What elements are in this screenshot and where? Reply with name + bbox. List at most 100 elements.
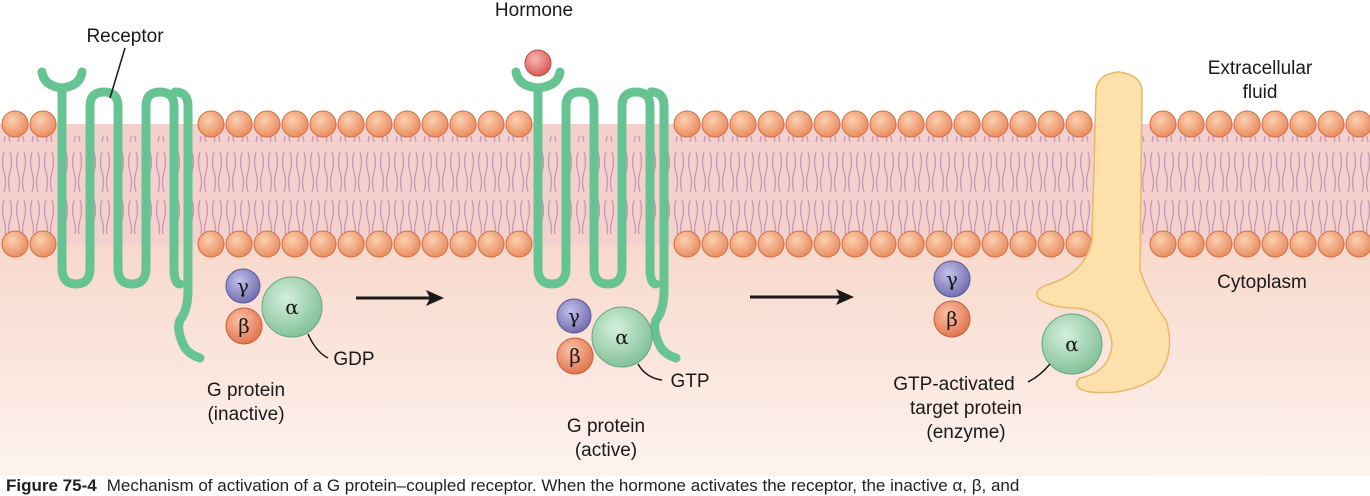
beta-label-free: β — [946, 307, 958, 331]
alpha-subunit-active — [591, 306, 653, 368]
inner-lipid-head — [505, 230, 533, 258]
receptor-label: Receptor — [86, 26, 164, 47]
beta-label-active: β — [569, 344, 581, 368]
inner-lipid-head — [1233, 230, 1261, 258]
hormone-molecule — [524, 49, 552, 77]
inner-lipid-head — [421, 230, 449, 258]
alpha-subunit-bound: α — [1027, 313, 1103, 383]
outer-lipid-head — [505, 110, 533, 138]
beta-gamma-dimer: γ β — [933, 260, 971, 338]
g-protein-active-label-line1: G protein — [567, 416, 645, 437]
extracellular-fluid-label-line1: Extracellular — [1208, 58, 1313, 79]
outer-lipid-head — [281, 110, 309, 138]
outer-lipid-head — [953, 110, 981, 138]
figure-caption: Figure 75-4 Mechanism of activation of a … — [6, 476, 1366, 496]
outer-lipid-head — [981, 110, 1009, 138]
inner-lipid-head — [393, 230, 421, 258]
outer-lipid-head — [1205, 110, 1233, 138]
outer-lipid-head — [1149, 110, 1177, 138]
outer-lipid-head — [729, 110, 757, 138]
outer-lipid-head — [1345, 110, 1370, 138]
outer-lipid-head — [897, 110, 925, 138]
receptor-2 — [511, 67, 681, 363]
alpha-label-on-target: α — [1065, 332, 1079, 356]
g-protein-active-label-line2: (active) — [575, 440, 637, 461]
inner-lipid-head — [925, 230, 953, 258]
gamma-subunit-free — [933, 260, 971, 298]
outer-lipid-head — [1317, 110, 1345, 138]
target-protein-label-line3: (enzyme) — [926, 422, 1005, 443]
inner-lipid-head — [477, 230, 505, 258]
outer-lipid-head — [1233, 110, 1261, 138]
beta-subunit-inactive — [225, 307, 263, 345]
outer-lipid-head — [365, 110, 393, 138]
receptor-leader-line — [109, 47, 126, 99]
outer-lipid-head — [785, 110, 813, 138]
gdp-leader-line — [307, 333, 329, 359]
g-protein-inactive-label-line2: (inactive) — [207, 404, 284, 425]
outer-lipid-head — [1261, 110, 1289, 138]
inner-lipid-head — [757, 230, 785, 258]
inner-lipid-head — [701, 230, 729, 258]
gamma-label-free: γ — [946, 267, 958, 291]
outer-lipid-head — [253, 110, 281, 138]
outer-lipid-head — [701, 110, 729, 138]
g-protein-inactive-label-line1: G protein — [207, 380, 285, 401]
inner-lipid-head — [253, 230, 281, 258]
inner-lipid-head — [673, 230, 701, 258]
extracellular-fluid-label-line2: fluid — [1243, 82, 1278, 103]
outer-lipid-head — [925, 110, 953, 138]
inner-lipid-head — [197, 230, 225, 258]
gamma-label-active: γ — [568, 304, 580, 328]
gtp-label: GTP — [670, 371, 709, 392]
inner-lipid-head — [337, 230, 365, 258]
outer-lipid-head — [225, 110, 253, 138]
inner-lipid-head — [1205, 230, 1233, 258]
arrow-active-to-dissociated — [750, 289, 854, 305]
inner-lipid-head — [309, 230, 337, 258]
receptor-1 — [37, 67, 205, 363]
inner-lipid-head — [981, 230, 1009, 258]
inner-lipid-head — [897, 230, 925, 258]
outer-lipid-head — [421, 110, 449, 138]
beta-subunit-active — [556, 337, 594, 375]
outer-lipid-head — [1, 110, 29, 138]
inner-lipid-head — [813, 230, 841, 258]
gamma-subunit-active — [556, 298, 592, 334]
inner-lipid-head — [869, 230, 897, 258]
inner-lipid-head — [1345, 230, 1370, 258]
outer-lipid-head — [1289, 110, 1317, 138]
alpha-subunit-inactive — [261, 276, 323, 338]
gtp-leader-line — [637, 363, 663, 381]
inner-lipid-head — [841, 230, 869, 258]
outer-lipid-head — [29, 110, 57, 138]
cytoplasm-label: Cytoplasm — [1217, 272, 1307, 293]
outer-lipid-head — [449, 110, 477, 138]
hormone-label: Hormone — [495, 0, 573, 21]
caption-text: Mechanism of activation of a G protein–c… — [106, 476, 1020, 495]
alpha-subunit-on-target — [1041, 313, 1103, 375]
beta-label-inactive: β — [238, 314, 250, 338]
gamma-label-inactive: γ — [237, 274, 249, 298]
inner-lipid-head — [225, 230, 253, 258]
arrow-inactive-to-active — [356, 290, 444, 306]
beta-subunit-free — [933, 300, 971, 338]
outer-lipid-head — [869, 110, 897, 138]
figure-number: Figure 75-4 — [6, 476, 97, 495]
inner-lipid-head — [1009, 230, 1037, 258]
outer-lipid-head — [673, 110, 701, 138]
inner-lipid-head — [1177, 230, 1205, 258]
outer-lipid-head — [197, 110, 225, 138]
inner-lipid-head — [1, 230, 29, 258]
alpha-label-active: α — [615, 325, 629, 349]
outer-lipid-head — [757, 110, 785, 138]
outer-lipid-head — [393, 110, 421, 138]
outer-lipid-head — [841, 110, 869, 138]
outer-lipid-head — [477, 110, 505, 138]
phospholipid-heads — [1, 110, 1370, 258]
g-protein-active: γ β α — [556, 298, 663, 381]
inner-lipid-head — [953, 230, 981, 258]
outer-lipid-head — [1037, 110, 1065, 138]
target-protein-enzyme — [1035, 71, 1171, 394]
inner-lipid-head — [729, 230, 757, 258]
